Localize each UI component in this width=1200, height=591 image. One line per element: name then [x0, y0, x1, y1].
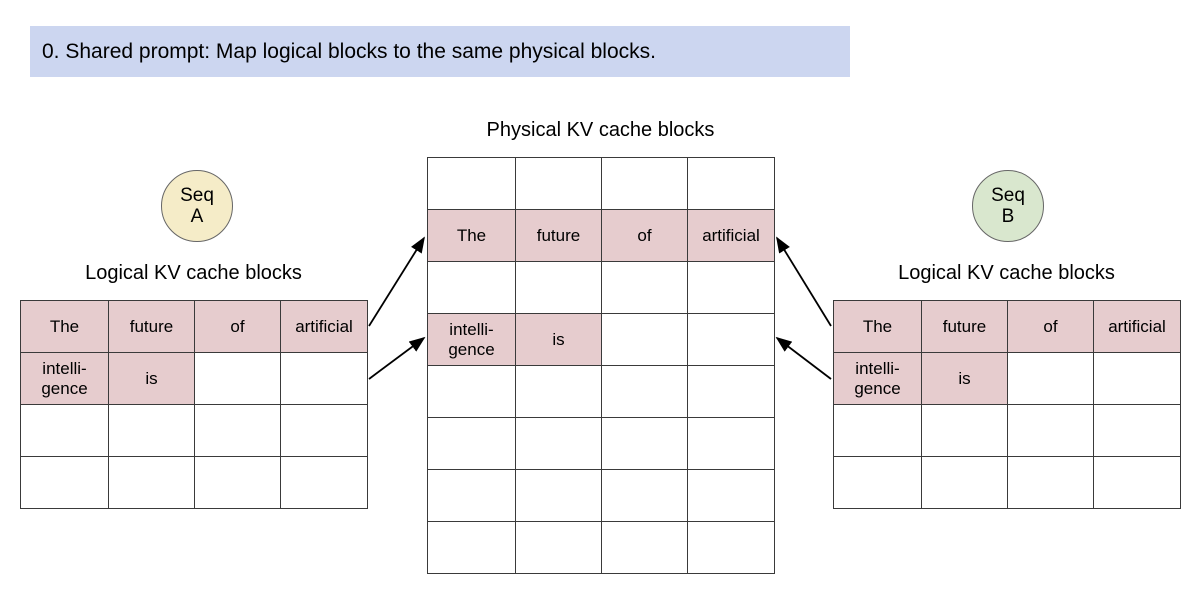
- physical-block-row: [427, 521, 775, 574]
- seq-b-block-cell: [833, 404, 922, 457]
- physical-block-cell: [687, 417, 775, 470]
- seq-a-block-cell: [108, 404, 195, 457]
- seq-b-block-cell: [921, 404, 1008, 457]
- arrow-seq-a-row1-to-physical-row2: [368, 236, 425, 327]
- seq-b-block-cell: intelli-gence: [833, 352, 922, 405]
- seq-b-label-line2: B: [1001, 206, 1015, 227]
- seq-a-block-cell: is: [108, 352, 195, 405]
- physical-block-cell: [515, 417, 602, 470]
- seq-a-block-cell: [280, 352, 368, 405]
- physical-block-cell: [515, 157, 602, 210]
- physical-block-cell: [687, 261, 775, 314]
- physical-block-cell: [687, 469, 775, 522]
- seq-a-block-row: [20, 404, 368, 457]
- physical-block-cell: [515, 469, 602, 522]
- seq-b-logical-blocks-title: Logical KV cache blocks: [898, 262, 1115, 284]
- seq-b-block-cell: [1093, 352, 1181, 405]
- physical-block-cell: [515, 365, 602, 418]
- seq-a-block-cell: artificial: [280, 300, 368, 353]
- arrow-seq-b-row2-to-physical-row4: [775, 336, 832, 380]
- seq-b-block-row: [833, 456, 1181, 509]
- physical-block-row: [427, 417, 775, 470]
- seq-a-block-cell: intelli-gence: [20, 352, 109, 405]
- physical-block-cell: [427, 157, 516, 210]
- physical-block-cell: [601, 417, 688, 470]
- physical-block-cell: [687, 157, 775, 210]
- seq-a-badge: Seq A: [161, 170, 233, 242]
- physical-block-cell: intelli-gence: [427, 313, 516, 366]
- physical-block-cell: artificial: [687, 209, 775, 262]
- seq-a-logical-blocks-title: Logical KV cache blocks: [85, 262, 302, 284]
- physical-block-cell: [601, 469, 688, 522]
- shared-prompt-text: 0. Shared prompt: Map logical blocks to …: [42, 39, 656, 63]
- seq-b-block-row: [833, 404, 1181, 457]
- physical-block-cell: of: [601, 209, 688, 262]
- seq-a-label-line1: Seq: [180, 184, 214, 206]
- seq-b-block-cell: of: [1007, 300, 1094, 353]
- seq-b-block-cell: [833, 456, 922, 509]
- physical-block-cell: [515, 521, 602, 574]
- seq-b-block-cell: [1093, 404, 1181, 457]
- physical-block-row: [427, 469, 775, 522]
- seq-a-block-cell: [108, 456, 195, 509]
- seq-b-block-cell: The: [833, 300, 922, 353]
- shared-prompt-banner: 0. Shared prompt: Map logical blocks to …: [30, 26, 850, 77]
- physical-block-cell: [601, 157, 688, 210]
- physical-block-cell: [427, 417, 516, 470]
- physical-block-cell: [515, 261, 602, 314]
- seq-a-block-cell: [194, 352, 281, 405]
- physical-block-cell: The: [427, 209, 516, 262]
- physical-block-cell: future: [515, 209, 602, 262]
- seq-b-block-cell: [921, 456, 1008, 509]
- seq-a-block-row: [20, 456, 368, 509]
- seq-a-block-cell: [20, 456, 109, 509]
- physical-block-row: [427, 261, 775, 314]
- arrow-seq-b-row1-to-physical-row2: [776, 236, 832, 327]
- seq-a-block-cell: [194, 456, 281, 509]
- seq-b-label-line1: Seq: [991, 184, 1025, 206]
- seq-b-block-cell: future: [921, 300, 1008, 353]
- physical-block-cell: [427, 365, 516, 418]
- seq-b-block-cell: [1007, 456, 1094, 509]
- physical-block-cell: [601, 521, 688, 574]
- physical-block-cell: [601, 261, 688, 314]
- seq-b-block-cell: is: [921, 352, 1008, 405]
- seq-a-block-cell: [20, 404, 109, 457]
- seq-a-label-line2: A: [190, 206, 204, 227]
- seq-a-block-cell: of: [194, 300, 281, 353]
- physical-block-cell: [427, 261, 516, 314]
- seq-b-badge: Seq B: [972, 170, 1044, 242]
- physical-block-cell: [601, 365, 688, 418]
- seq-a-block-cell: The: [20, 300, 109, 353]
- physical-block-cell: [427, 469, 516, 522]
- physical-block-row: [427, 157, 775, 210]
- arrow-seq-a-row2-to-physical-row4: [368, 336, 426, 380]
- physical-block-cell: [687, 365, 775, 418]
- seq-b-block-cell: [1007, 404, 1094, 457]
- physical-block-cell: is: [515, 313, 602, 366]
- seq-a-block-cell: future: [108, 300, 195, 353]
- seq-b-block-cell: artificial: [1093, 300, 1181, 353]
- seq-a-block-cell: [194, 404, 281, 457]
- seq-b-block-cell: [1007, 352, 1094, 405]
- physical-block-row: [427, 365, 775, 418]
- physical-block-cell: [687, 521, 775, 574]
- physical-block-cell: [427, 521, 516, 574]
- physical-block-cell: [601, 313, 688, 366]
- physical-block-cell: [687, 313, 775, 366]
- seq-a-block-cell: [280, 456, 368, 509]
- physical-blocks-title: Physical KV cache blocks: [486, 119, 715, 141]
- seq-b-block-cell: [1093, 456, 1181, 509]
- seq-a-block-cell: [280, 404, 368, 457]
